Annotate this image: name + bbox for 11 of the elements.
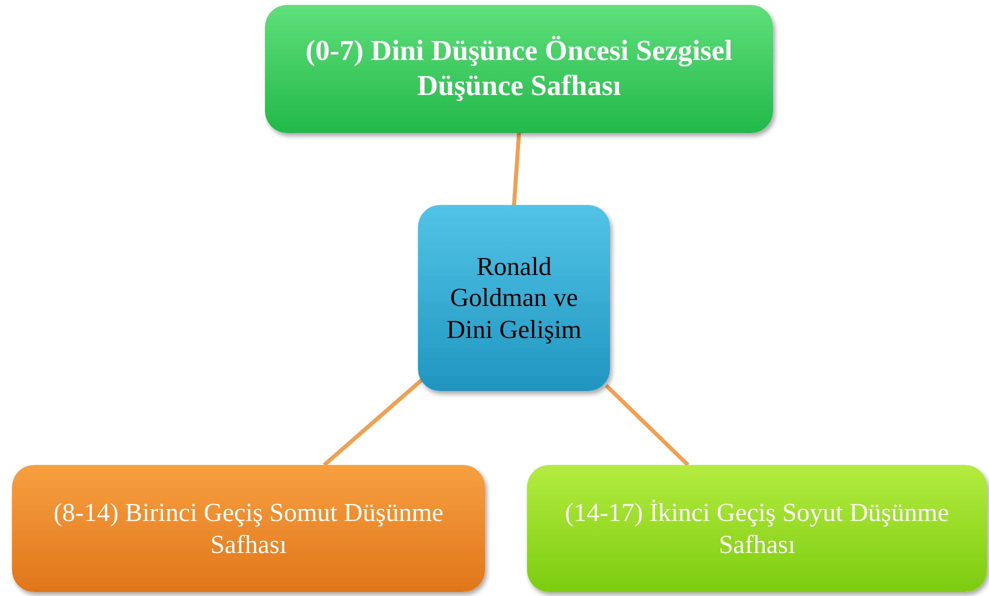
connector-line [604,384,690,466]
node-label: (0-7) Dini Düşünce Öncesi Sezgisel Düşünce Safhası [304,34,734,104]
node-label: (14-17) İkinci Geçiş Soyut Düşünme Safhası [564,497,950,560]
stage-box [265,5,773,133]
connector-line [512,132,521,206]
node-label: (8-14) Birinci Geçiş Somut Düşünme Safhası [52,497,444,560]
connector-line [322,378,424,466]
central-topic-box [418,205,610,391]
node-label: Ronald Goldman ve Dini Gelişim [445,251,583,345]
stage-box [12,465,485,592]
stage-box [527,465,987,592]
